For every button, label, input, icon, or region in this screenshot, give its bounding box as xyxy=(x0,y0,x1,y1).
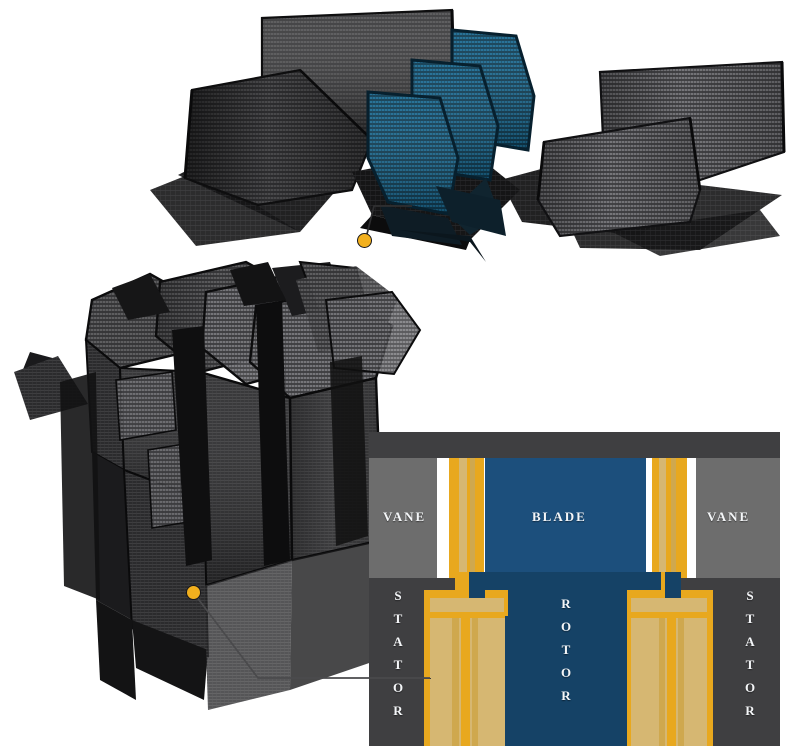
cavity-left-wall xyxy=(424,590,430,746)
leader-line-upper xyxy=(365,205,412,239)
callout-marker-lower[interactable] xyxy=(186,585,201,600)
seal-left-upper-stripe xyxy=(459,458,467,578)
schematic-panel: VANE VANE BLADE S T A T O R S T A T O R … xyxy=(369,432,780,746)
cavity-right-stripe-3 xyxy=(678,618,684,746)
label-rotor-char-2: T xyxy=(561,642,571,657)
label-blade: BLADE xyxy=(532,509,587,524)
cavity-left-ledge xyxy=(424,612,508,618)
cavity-left-stripe-1 xyxy=(452,618,459,746)
label-stator-left-char-4: O xyxy=(392,680,404,695)
label-stator-left-char-2: A xyxy=(393,634,403,649)
label-vane-right: VANE xyxy=(707,509,751,524)
rotor-core xyxy=(505,616,627,746)
label-stator-left-char-0: S xyxy=(394,588,402,603)
label-rotor-char-0: R xyxy=(561,596,571,611)
cavity-right-wall xyxy=(707,590,713,746)
blade-mesh-highlighted-1 xyxy=(366,90,460,216)
upper-assembly xyxy=(150,8,786,262)
cavity-left-stripe-2 xyxy=(461,618,470,746)
seal-right-upper-stripe2 xyxy=(671,458,676,578)
seal-right-upper-stripe xyxy=(659,458,666,578)
label-stator-right: S T A T O R xyxy=(739,584,761,722)
blade-region xyxy=(485,458,646,578)
seal-left-upper-stripe2 xyxy=(470,458,475,578)
cavity-right-ledge xyxy=(627,612,713,618)
label-stator-right-char-0: S xyxy=(746,588,754,603)
cavity-left-stripe-3 xyxy=(472,618,478,746)
casing-band xyxy=(369,432,780,458)
cavity-right-stripe-2 xyxy=(667,618,676,746)
vane-mesh-upstream-2 xyxy=(183,68,374,207)
label-stator-right-char-5: R xyxy=(745,703,755,718)
label-vane-left: VANE xyxy=(383,509,427,524)
rotor-shoulder-right xyxy=(665,572,681,598)
label-rotor-char-4: R xyxy=(561,688,571,703)
callout-marker-upper[interactable] xyxy=(357,233,372,248)
label-stator-left: S T A T O R xyxy=(387,584,409,722)
label-stator-right-char-2: A xyxy=(745,634,755,649)
label-rotor-char-3: O xyxy=(560,665,572,680)
label-stator-left-char-1: T xyxy=(393,611,403,626)
rotor-shoulder-left xyxy=(469,572,485,598)
vane-mesh-downstream-2 xyxy=(536,116,702,238)
label-stator-left-char-5: R xyxy=(393,703,403,718)
label-stator-right-char-1: T xyxy=(745,611,755,626)
lower-assembly xyxy=(14,260,422,710)
cavity-right-stripe-1 xyxy=(659,618,665,746)
cavity-left-top-rim xyxy=(424,590,508,598)
label-stator-right-char-4: O xyxy=(744,680,756,695)
label-rotor-char-1: O xyxy=(560,619,572,634)
label-stator-right-char-3: T xyxy=(745,657,755,672)
cavity-right-stripe-4 xyxy=(632,618,658,746)
label-stator-left-char-3: T xyxy=(393,657,403,672)
cavity-left-stripe-4 xyxy=(480,618,505,746)
label-rotor: R O T O R xyxy=(555,592,577,707)
leader-line-lower xyxy=(195,595,430,679)
seal-right-upper xyxy=(652,458,687,578)
